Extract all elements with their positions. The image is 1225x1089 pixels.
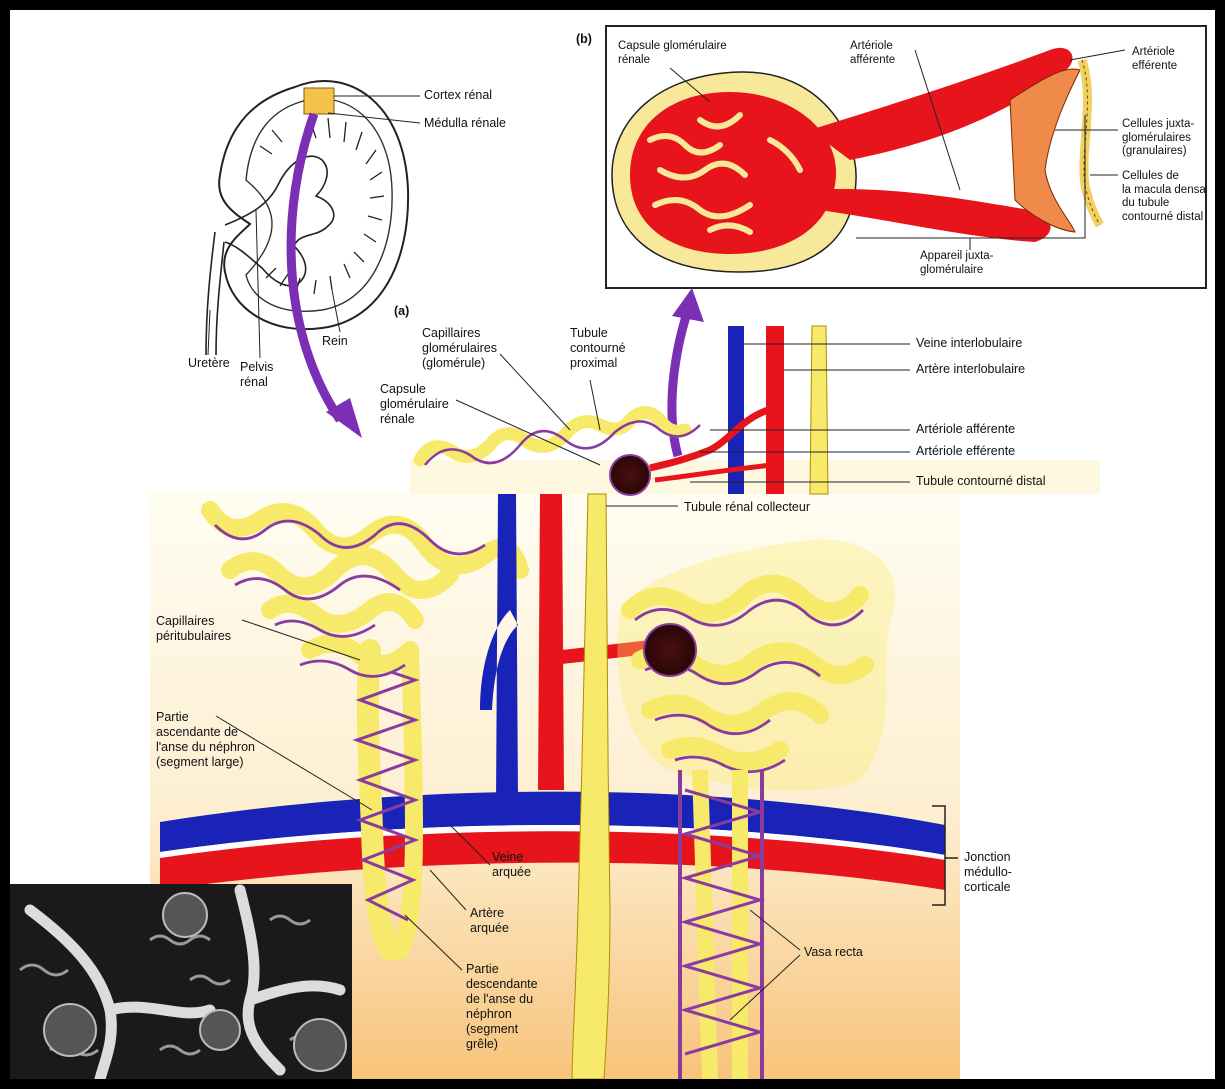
interlobular-artery-top bbox=[766, 326, 784, 494]
label-appareil-b: Appareil juxta- glomérulaire bbox=[920, 250, 994, 277]
glomerulus-main bbox=[644, 624, 696, 676]
label-efferente-b: Artériole efférente bbox=[1132, 46, 1177, 73]
label-pelvis-renal: Pelvis rénal bbox=[240, 360, 273, 390]
label-capillaires-glomerulaires: Capillaires glomérulaires (glomérule) bbox=[422, 326, 497, 371]
zoom-arrow-inset-head bbox=[672, 288, 704, 322]
sem-micrograph bbox=[10, 884, 352, 1079]
inset-b-juxtaglomerular bbox=[606, 26, 1206, 456]
panel-label-a: (a) bbox=[394, 304, 409, 319]
label-veine-arquee: Veine arquée bbox=[492, 850, 531, 880]
label-macula-b: Cellules de la macula densa du tubule co… bbox=[1122, 170, 1206, 224]
nephron-diagram bbox=[10, 10, 1215, 1079]
cortex-strip bbox=[410, 326, 1100, 495]
label-afferente-b: Artériole afférente bbox=[850, 40, 895, 67]
label-cortex-renal: Cortex rénal bbox=[424, 88, 492, 103]
proximal-tubule-top bbox=[420, 413, 685, 461]
micrograph-glomerulus-2 bbox=[163, 893, 207, 937]
label-medulla-renale: Médulla rénale bbox=[424, 116, 506, 131]
label-artere-interlobulaire: Artère interlobulaire bbox=[916, 362, 1025, 377]
label-partie-ascendante: Partie ascendante de l'anse du néphron (… bbox=[156, 710, 255, 770]
glomerulus-top bbox=[610, 455, 650, 495]
label-uretere: Uretère bbox=[188, 356, 230, 371]
label-partie-descendante: Partie descendante de l'anse du néphron … bbox=[466, 962, 538, 1052]
leader-uretere bbox=[208, 310, 210, 355]
label-tubule-proximal: Tubule contourné proximal bbox=[570, 326, 626, 371]
label-arteriole-efferente: Artériole efférente bbox=[916, 444, 1015, 459]
label-rein: Rein bbox=[322, 334, 348, 349]
label-arteriole-afferente: Artériole afférente bbox=[916, 422, 1015, 437]
label-capsule-renale: Capsule glomérulaire rénale bbox=[380, 382, 449, 427]
label-jonction: Jonction médullo- corticale bbox=[964, 850, 1012, 895]
label-veine-interlobulaire: Veine interlobulaire bbox=[916, 336, 1022, 351]
figure-frame: (b) (a) Cortex rénal Médulla rénale Rein… bbox=[10, 10, 1215, 1079]
label-artere-arquee: Artère arquée bbox=[470, 906, 509, 936]
cortex-highlight bbox=[304, 88, 334, 114]
micrograph-glomerulus-3 bbox=[294, 1019, 346, 1071]
micrograph-glomerulus-1 bbox=[44, 1004, 96, 1056]
interlobular-tubule-top bbox=[810, 326, 828, 494]
label-capillaires-peritubulaires: Capillaires péritubulaires bbox=[156, 614, 231, 644]
label-tubule-distal: Tubule contourné distal bbox=[916, 474, 1045, 489]
label-juxta-cells-b: Cellules juxta- glomérulaires (granulair… bbox=[1122, 118, 1194, 159]
panel-label-b: (b) bbox=[576, 32, 592, 47]
label-vasa-recta: Vasa recta bbox=[804, 945, 863, 960]
label-capsule-b: Capsule glomérulaire rénale bbox=[618, 40, 727, 67]
micrograph-glomerulus-4 bbox=[200, 1010, 240, 1050]
label-tubule-collecteur: Tubule rénal collecteur bbox=[684, 500, 810, 515]
leader-capillaires-glom bbox=[500, 354, 570, 430]
